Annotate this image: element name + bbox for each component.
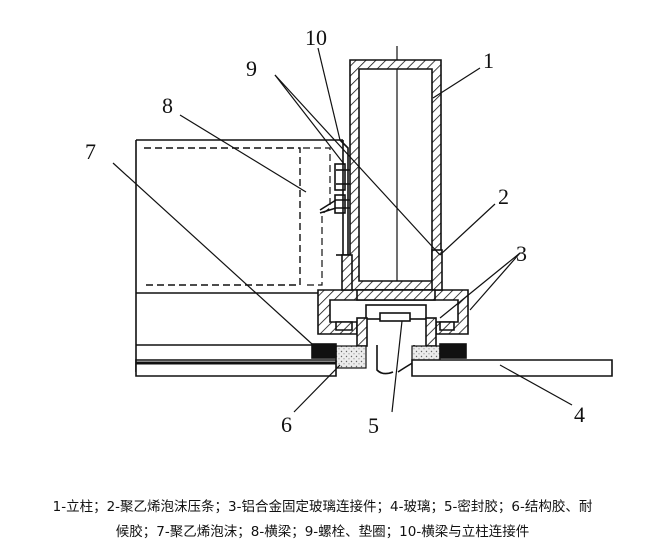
callout-3: 3 bbox=[516, 241, 527, 266]
callout-4: 4 bbox=[574, 402, 585, 427]
beam bbox=[135, 139, 343, 372]
figure-caption-line-2: 候胶；7-聚乙烯泡沫；8-横梁；9-螺栓、垫圈；10-横梁与立柱连接件 bbox=[115, 524, 530, 540]
pe-foam-strip bbox=[356, 289, 436, 322]
callout-9: 9 bbox=[246, 56, 257, 81]
callout-1: 1 bbox=[483, 48, 494, 73]
curtain-wall-section-diagram: 1 2 3 4 5 6 7 8 9 10 bbox=[85, 25, 613, 438]
figure-caption-line-1: 1-立柱；2-聚乙烯泡沫压条；3-铝合金固定玻璃连接件；4-玻璃；5-密封胶；6… bbox=[52, 499, 593, 515]
leader-lines bbox=[112, 47, 573, 413]
callout-5: 5 bbox=[368, 413, 379, 438]
aluminium-fixing-connector bbox=[317, 249, 469, 335]
callout-7: 7 bbox=[85, 139, 96, 164]
bolt-and-washer bbox=[334, 163, 346, 214]
callout-6: 6 bbox=[281, 412, 292, 437]
callout-10: 10 bbox=[305, 25, 327, 50]
callout-2: 2 bbox=[498, 184, 509, 209]
column bbox=[349, 59, 442, 291]
glass bbox=[135, 359, 613, 377]
pe-foam bbox=[311, 343, 467, 359]
callout-8: 8 bbox=[162, 93, 173, 118]
